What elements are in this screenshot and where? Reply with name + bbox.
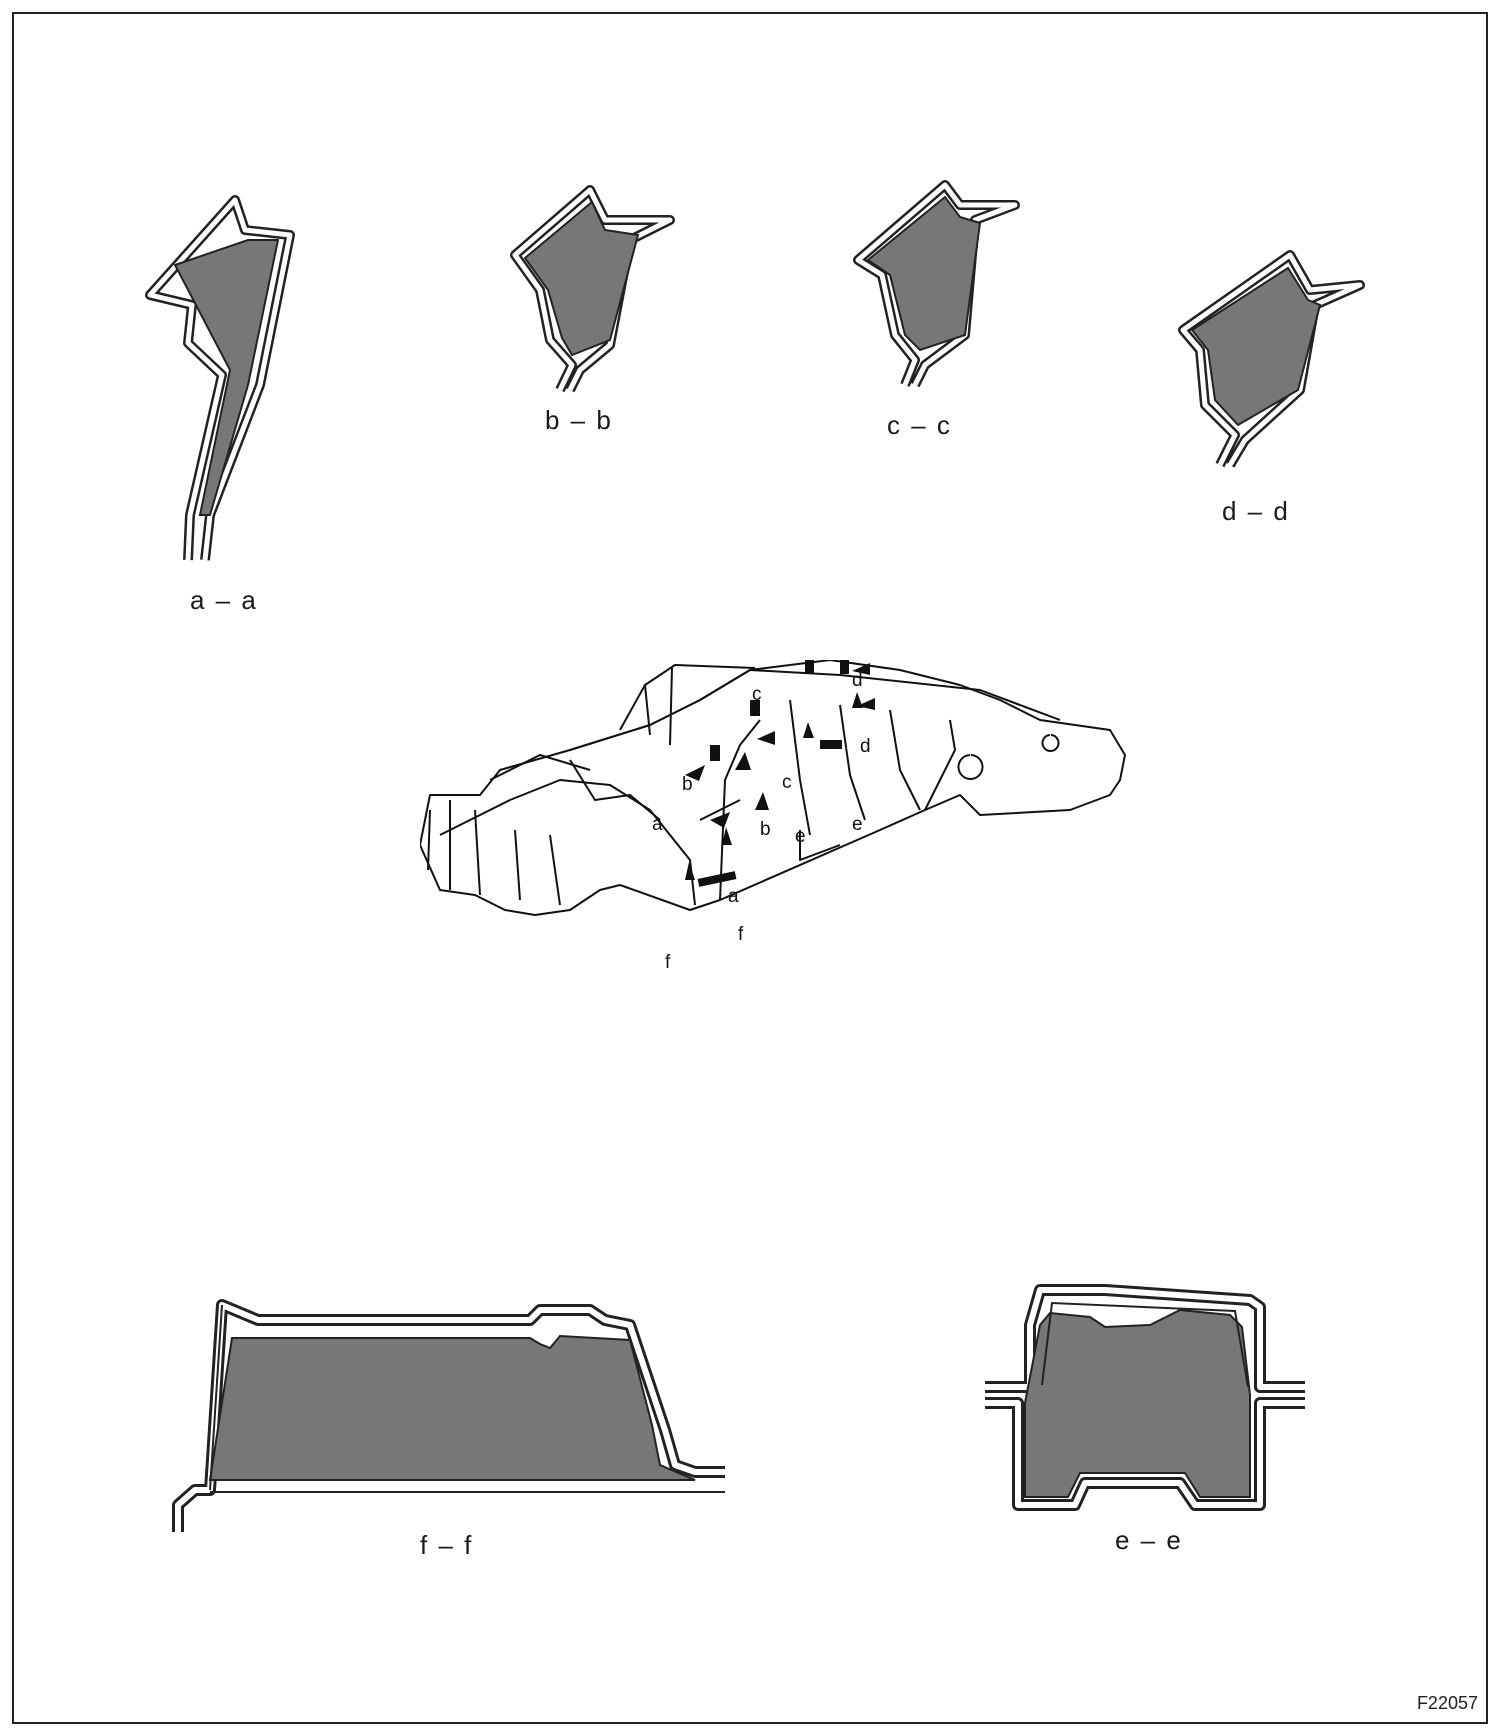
diagram-frame [12,12,1488,1724]
callout-f-left: f [665,952,671,973]
figure-code: F22057 [1416,1693,1478,1713]
callout-c-top: c [752,684,762,705]
section-e-e-label: e – e [1115,1525,1183,1555]
section-c-c-label: c – c [887,410,952,440]
callout-c-bottom: c [782,772,792,793]
section-d-d-drawing [1178,250,1365,468]
section-f-f-drawing [172,1299,725,1532]
section-e-e-drawing [985,1284,1305,1511]
callout-d-top: d [852,670,863,691]
callout-b-left: b [682,774,693,795]
section-c-c-drawing [853,180,1020,388]
vehicle-body-illustration: a a b b c c d d e e f f [420,660,1126,973]
callout-e-right: e [852,814,863,835]
section-a-a-drawing [145,195,295,561]
callout-d-bottom: d [860,736,871,757]
section-f-f-label: f – f [420,1530,474,1560]
callout-a-right: a [728,886,739,907]
section-b-b-label: b – b [545,405,613,435]
callout-e-left: e [795,826,806,847]
section-b-b-drawing [510,185,675,393]
section-a-a-label: a – a [190,585,258,615]
callout-f-right: f [738,924,744,945]
section-d-d-label: d – d [1222,496,1290,526]
callout-b-right: b [760,819,771,840]
callout-a-left: a [652,814,663,835]
